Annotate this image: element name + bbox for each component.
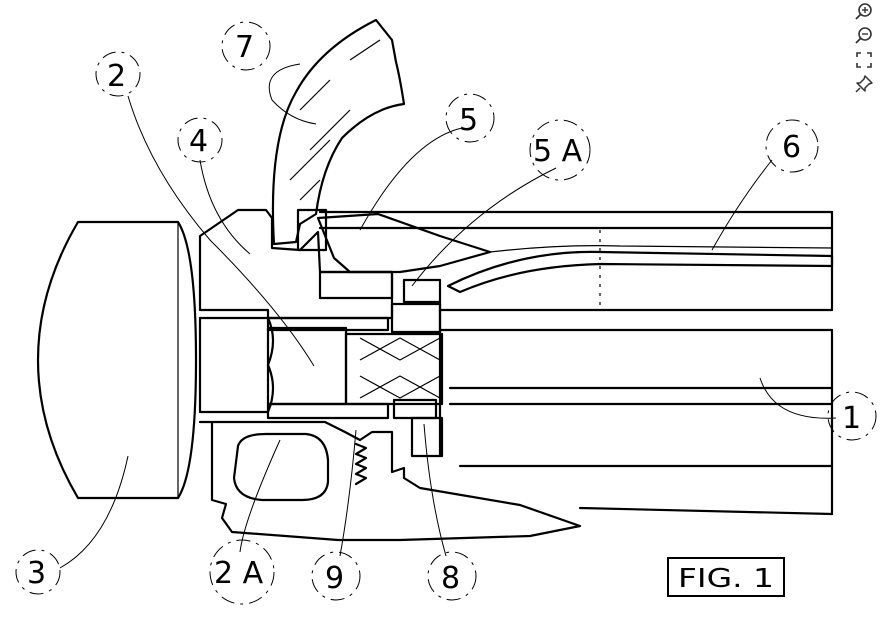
label-7: 7 <box>235 30 254 65</box>
piece-5 <box>316 212 492 274</box>
label-1: 1 <box>842 401 861 436</box>
label-9: 9 <box>325 561 344 596</box>
cap-knob <box>36 220 198 500</box>
body-4 <box>198 208 394 320</box>
callout-2-circle <box>95 51 141 97</box>
callout-5-circle <box>445 93 495 143</box>
threads <box>354 442 368 486</box>
pin-icon[interactable] <box>854 74 874 94</box>
label-5: 5 <box>459 103 478 138</box>
callout-5a-circle <box>529 119 591 181</box>
shaft-bore <box>198 316 275 414</box>
label-8: 8 <box>441 561 460 596</box>
callout-7-circle <box>221 21 271 71</box>
bushing-9-top <box>266 316 390 332</box>
callout-6-circle <box>765 119 819 173</box>
label-5a: 5 A <box>533 134 583 169</box>
ring-8-lower <box>410 416 444 458</box>
callout-2a-circle <box>209 539 275 605</box>
fit-to-screen-icon[interactable] <box>854 50 874 70</box>
label-3: 3 <box>27 556 46 591</box>
bushing-9-bottom <box>266 402 390 420</box>
callout-4-circle <box>177 117 223 163</box>
callout-9-circle <box>311 551 361 601</box>
zoom-in-icon[interactable] <box>854 2 874 22</box>
callout-3-circle <box>15 549 61 595</box>
viewer-toolbar <box>854 2 874 94</box>
callout-1-circle <box>827 391 877 441</box>
label-2a: 2 A <box>214 556 264 591</box>
ring-8 <box>392 398 438 420</box>
seat-5a-bore <box>402 278 442 304</box>
sleeve-6 <box>446 250 834 294</box>
callout-8-circle <box>427 551 477 601</box>
label-6: 6 <box>782 130 801 165</box>
seat-5a <box>318 270 394 300</box>
figure-caption: FIG. 1 <box>667 557 785 597</box>
lever-7-pivot <box>296 208 328 252</box>
label-2: 2 <box>107 59 126 94</box>
housing-lower <box>198 420 582 542</box>
svg-text:FIG. 1: FIG. 1 <box>678 564 774 594</box>
zoom-out-icon[interactable] <box>854 26 874 46</box>
seal-ring-2a <box>232 432 330 502</box>
seat-5a-lower <box>390 302 442 334</box>
lever-7 <box>271 18 406 246</box>
spring-element <box>344 332 444 406</box>
label-4: 4 <box>189 124 208 159</box>
inner-shaft <box>266 326 348 406</box>
tube-1 <box>318 210 834 516</box>
